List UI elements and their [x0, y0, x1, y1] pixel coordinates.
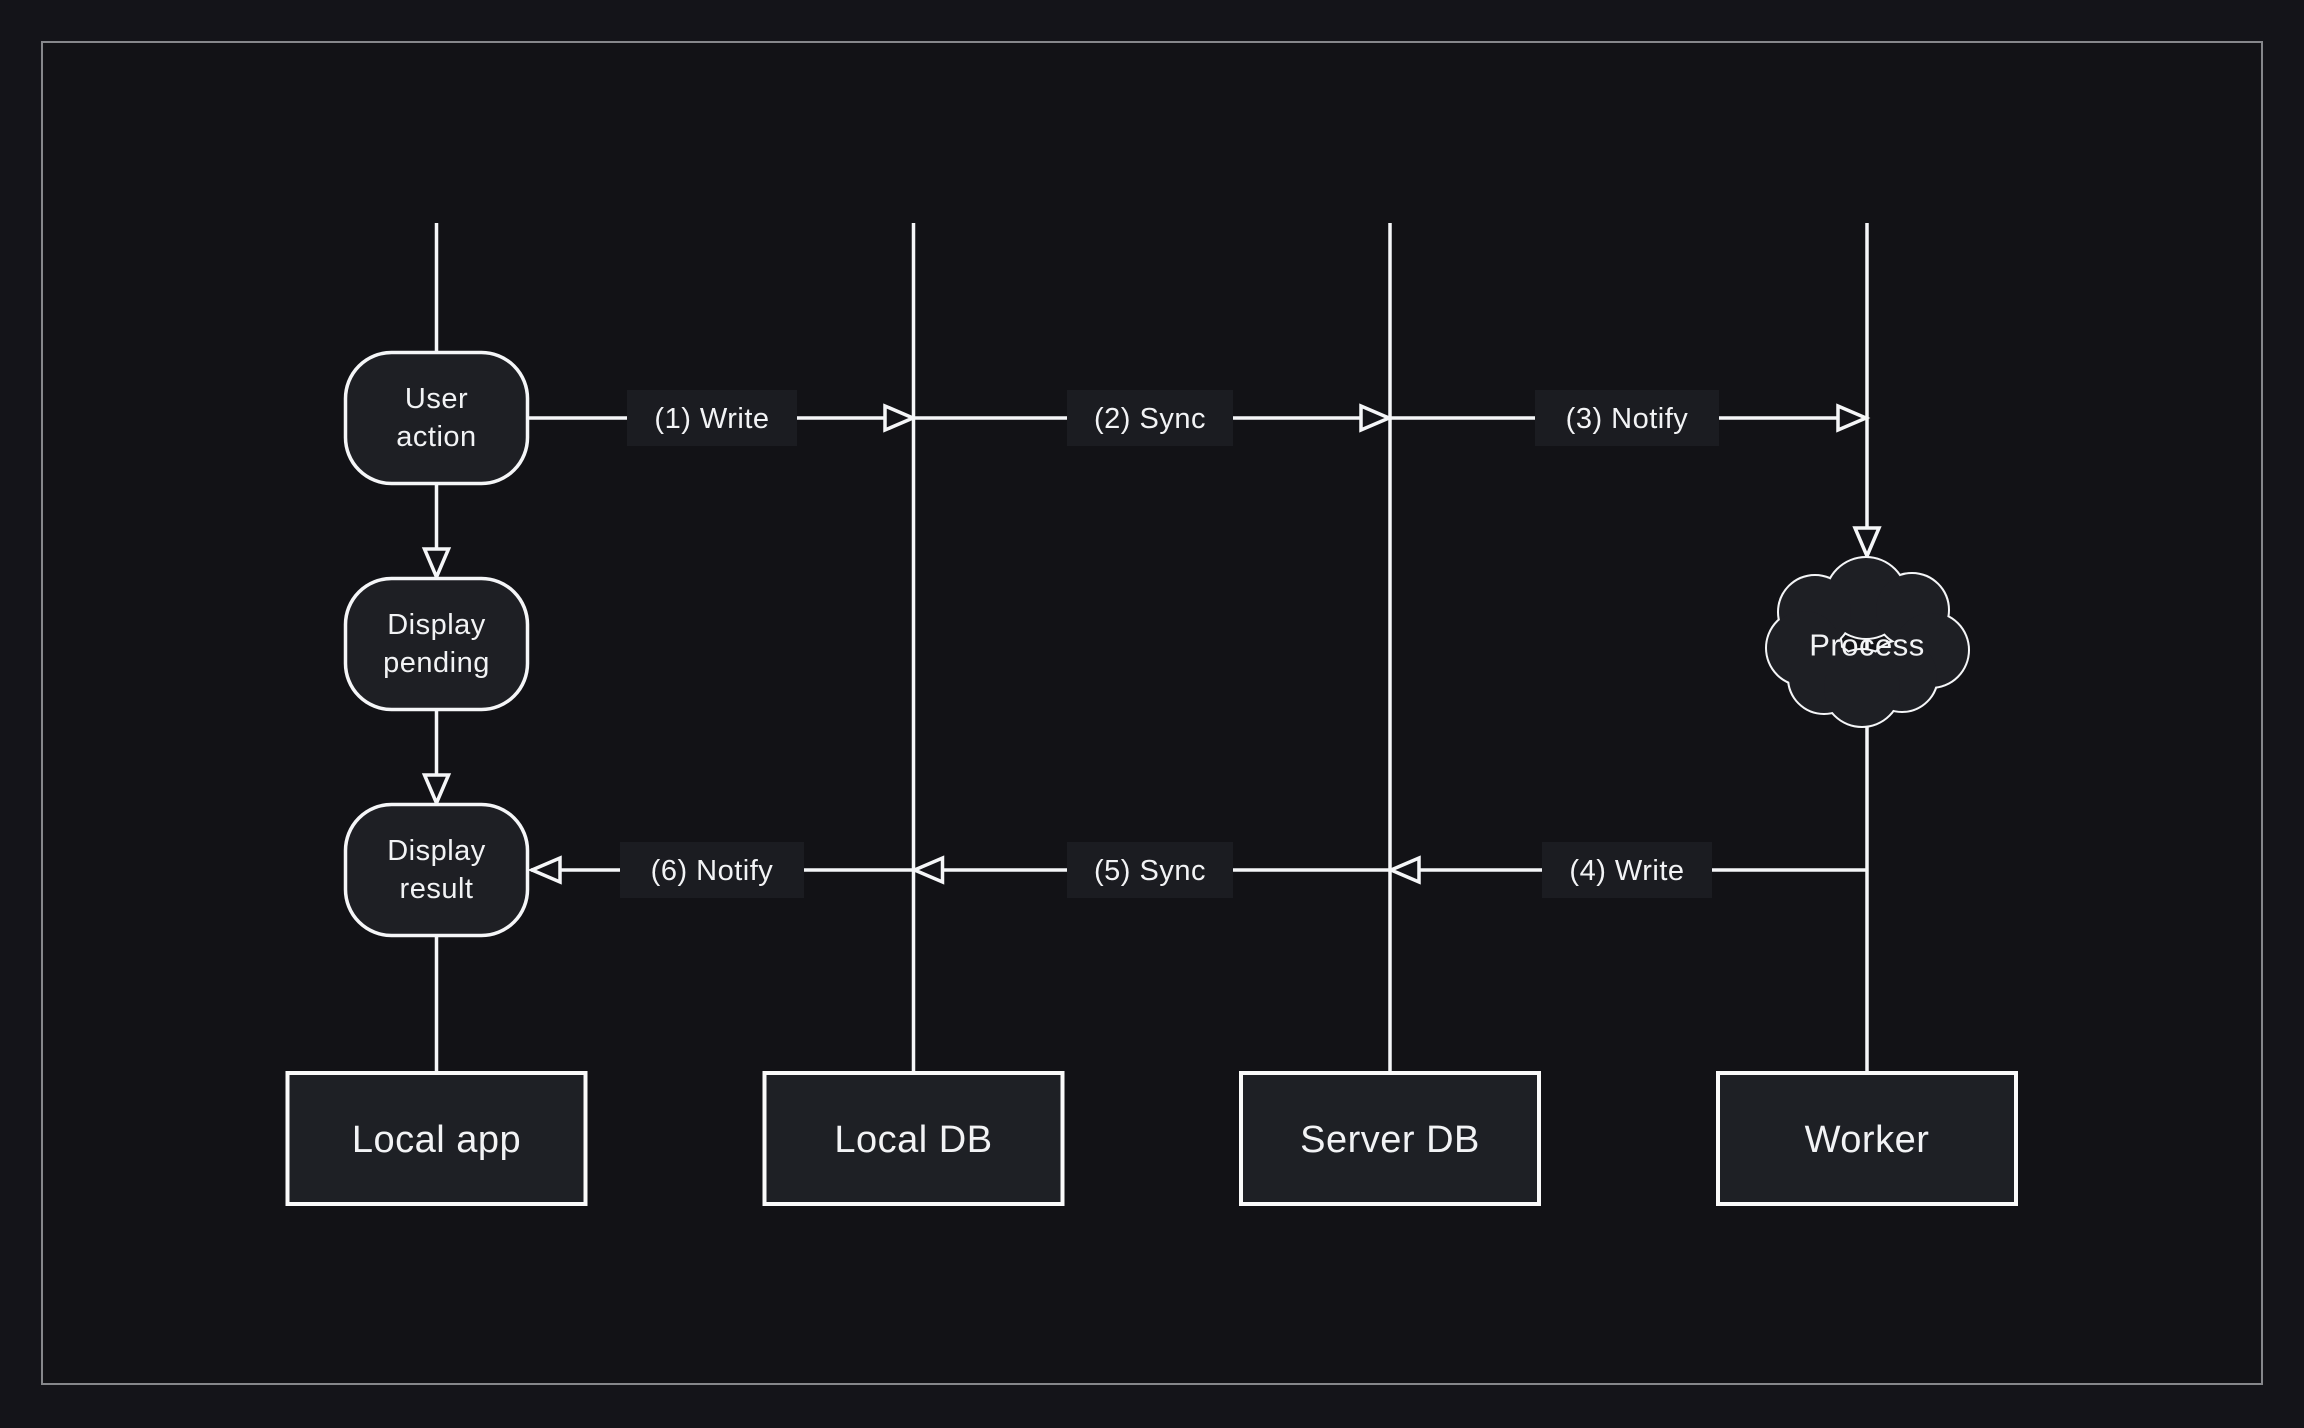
lane-box-server-db-label: Server DB	[1300, 1119, 1480, 1161]
message-1-label: (1) Write	[654, 403, 769, 435]
lane-box-server-db-shape	[1239, 1071, 1541, 1206]
message-1-arrowhead-right-icon	[883, 403, 918, 433]
message-6-arrowhead-left-icon	[527, 855, 562, 885]
node-display-pending-label-line2: pending	[383, 647, 490, 679]
lane-box-local-app-shape	[285, 1071, 588, 1206]
message-3-arrowhead-right-icon	[1836, 403, 1871, 433]
message-5-label: (5) Sync	[1094, 855, 1206, 887]
node-display-result-label-line2: result	[400, 873, 474, 905]
node-display-result: Display result	[343, 802, 530, 938]
node-user-action-shape	[343, 350, 530, 486]
lane-box-server-db: Server DB	[1239, 1071, 1541, 1206]
flow-arrowhead-down-result-icon	[421, 773, 452, 808]
lane-box-local-app-label: Local app	[352, 1119, 521, 1161]
message-5-arrowhead-left-icon	[910, 855, 945, 885]
node-user-action-label-line2: action	[396, 421, 476, 453]
message-2-label: (2) Sync	[1094, 403, 1206, 435]
message-4-label-badge: (4) Write	[1542, 842, 1712, 898]
node-display-pending: Display pending	[343, 576, 530, 712]
node-display-result-label-line1: Display	[387, 835, 486, 867]
node-user-action-label-line1: User	[405, 383, 468, 415]
message-3-label-badge: (3) Notify	[1535, 390, 1719, 446]
lane-box-local-db-label: Local DB	[834, 1119, 992, 1161]
lane-box-local-app: Local app	[285, 1071, 588, 1206]
message-2-arrowhead-right-icon	[1359, 403, 1394, 433]
message-3-label-bg	[1535, 390, 1719, 446]
message-5-label-bg	[1067, 842, 1233, 898]
flow-arrowhead-down-process-icon	[1852, 526, 1882, 561]
message-6-label-badge: (6) Notify	[620, 842, 804, 898]
lane-box-local-db: Local DB	[762, 1071, 1065, 1206]
flow-arrowhead-down-pending-icon	[421, 547, 452, 582]
lane-box-worker-shape	[1716, 1071, 2018, 1206]
lane-box-worker-label: Worker	[1805, 1119, 1930, 1161]
message-5-label-badge: (5) Sync	[1067, 842, 1233, 898]
message-2-label-bg	[1067, 390, 1233, 446]
process-cloud-label: Process	[1809, 628, 1924, 663]
node-display-pending-label-line1: Display	[387, 609, 486, 641]
message-4-label-bg	[1542, 842, 1712, 898]
lane-box-local-db-shape	[762, 1071, 1065, 1206]
message-1-label-badge: (1) Write	[627, 390, 797, 446]
node-display-pending-shape	[343, 576, 530, 712]
node-display-result-shape	[343, 802, 530, 938]
message-4-arrowhead-left-icon	[1386, 855, 1421, 885]
message-4-label: (4) Write	[1569, 855, 1684, 887]
lane-box-worker: Worker	[1716, 1071, 2018, 1206]
message-1-label-bg	[627, 390, 797, 446]
process-cloud: Process	[1765, 556, 1970, 728]
message-6-label-bg	[620, 842, 804, 898]
node-user-action: User action	[343, 350, 530, 486]
message-6-label: (6) Notify	[651, 855, 774, 887]
message-2-label-badge: (2) Sync	[1067, 390, 1233, 446]
process-cloud-body	[1767, 558, 1968, 726]
message-3-label: (3) Notify	[1566, 403, 1689, 435]
